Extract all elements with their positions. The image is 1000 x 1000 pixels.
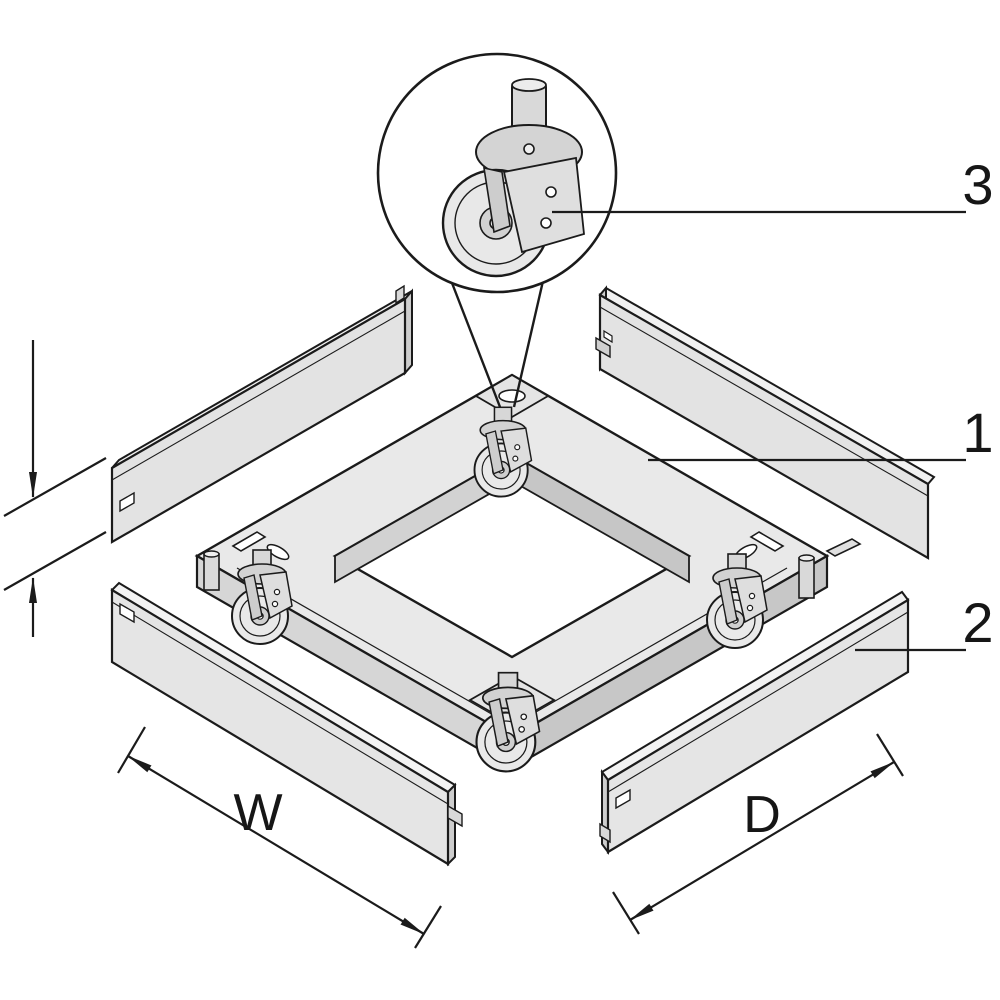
frame-bolt-right: [798, 557, 815, 599]
callout-label-castor: 3: [962, 153, 993, 216]
callout-label-frame: 1: [962, 401, 993, 464]
detail-callout-circle: [376, 52, 618, 294]
panel-clip: [595, 336, 611, 359]
corner-slot-rear: [498, 389, 526, 403]
dimension-depth: [612, 733, 904, 935]
dimension-width: [117, 726, 442, 949]
width-dimension-line: [127, 755, 425, 935]
frame-bolt-left: [203, 553, 220, 591]
panel-clip-slot: [119, 491, 135, 513]
height-extension-line-bottom: [3, 531, 107, 591]
callout-label-panel: 2: [962, 591, 993, 654]
callout-leaders: [552, 210, 966, 652]
panel-clip: [599, 822, 611, 844]
width-extension-line-right: [414, 905, 442, 949]
panel-rear-left: [110, 284, 413, 544]
panel-clip-slot: [603, 329, 613, 344]
dimension-height: [3, 340, 107, 637]
width-extension-line-left: [117, 726, 146, 774]
frame-hole-left: [231, 531, 267, 552]
castor-fork: [502, 156, 585, 254]
depth-dimension-line: [629, 761, 895, 921]
panel-clip: [447, 804, 463, 828]
width-dimension-label: W: [233, 784, 282, 842]
detail-callout-tail: [450, 280, 545, 408]
frame-hole-right: [749, 531, 785, 552]
depth-extension-line-left: [612, 891, 640, 935]
depth-dimension-label: D: [743, 786, 781, 844]
frame-slot-left: [266, 543, 290, 561]
panel-clip-slot: [119, 602, 135, 624]
castor-detail: [441, 78, 585, 278]
panel-clip: [395, 284, 405, 305]
frame-clip-right: [825, 538, 862, 557]
depth-extension-line-right: [876, 733, 904, 777]
panel-rear-right: [595, 285, 936, 560]
height-extension-line-top: [3, 457, 107, 517]
